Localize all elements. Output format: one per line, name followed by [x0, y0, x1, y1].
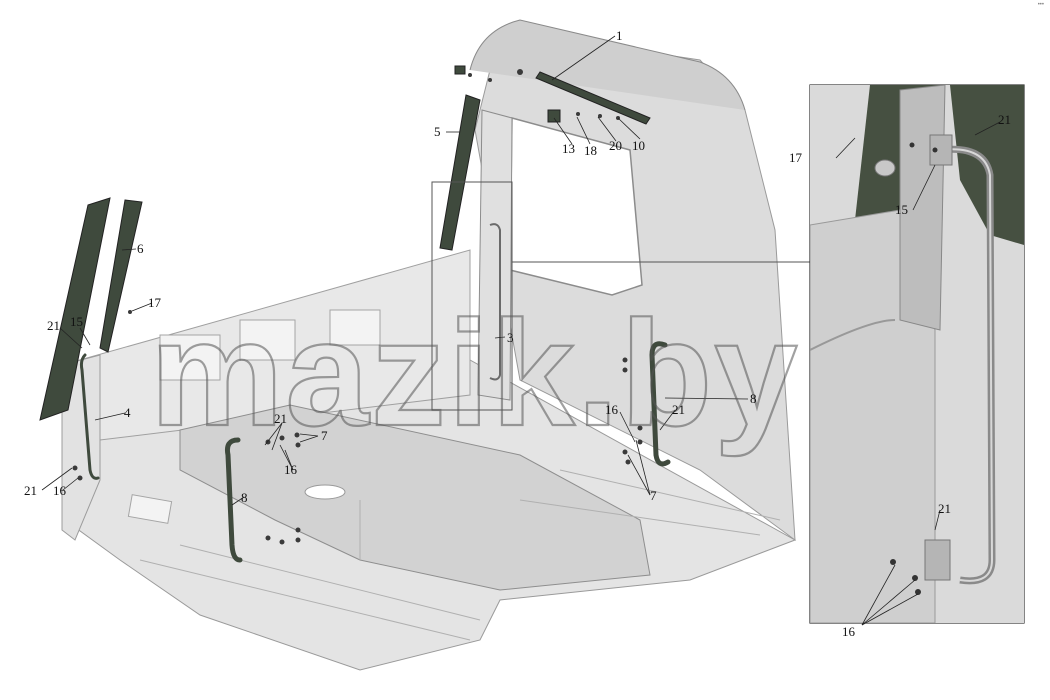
inset-bracket-top [929, 134, 953, 166]
handrails [79, 341, 671, 563]
roof-bracket [454, 65, 466, 75]
callout-13: 13 [562, 141, 575, 156]
callout-17b: 17 [789, 150, 803, 165]
inset-clip-17 [874, 159, 896, 177]
callout-21e: 21 [998, 112, 1011, 127]
callout-21d: 21 [24, 483, 37, 498]
callout-15b: 15 [895, 202, 908, 217]
callout-16a: 16 [284, 462, 298, 477]
inset-handrail-highlight [939, 148, 994, 582]
callout-6: 6 [137, 241, 144, 256]
callout-4: 4 [124, 405, 131, 420]
callout-21a: 21 [47, 318, 60, 333]
handrail-8-left [225, 437, 243, 563]
handrail-4 [79, 353, 100, 480]
watermark: mazik.by [150, 289, 800, 457]
callout-16c: 16 [53, 483, 67, 498]
callout-10: 10 [632, 138, 645, 153]
callout-18: 18 [584, 143, 597, 158]
tunnel-hatch [304, 484, 346, 500]
callout-7a: 7 [321, 428, 328, 443]
detail-zone-frame [431, 181, 513, 411]
callout-8a: 8 [241, 490, 248, 505]
callout-21b: 21 [274, 411, 287, 426]
upper-rail-1 [535, 71, 651, 125]
inset-bracket-bottom [924, 539, 951, 581]
pillar-trim-5 [439, 94, 481, 251]
floor-panel-lines [139, 469, 781, 641]
detail-inset [809, 84, 1025, 624]
inset-curve [810, 319, 896, 351]
trim-parts [39, 65, 651, 421]
callout-7b: 7 [650, 488, 657, 503]
handrail-8-right [649, 341, 671, 467]
callout-5: 5 [434, 124, 441, 139]
grab-handle-3 [489, 223, 501, 381]
callout-8b: 8 [750, 391, 757, 406]
callout-15a: 15 [70, 314, 83, 329]
pillar-trim-6 [99, 199, 143, 353]
callout-20: 20 [609, 138, 622, 153]
pillar-trim-left-outer [39, 197, 111, 421]
callout-16b: 16 [605, 402, 619, 417]
roof-edge [469, 19, 746, 111]
left-side-wall [61, 354, 101, 541]
clip-13 [547, 109, 561, 123]
leader-lines [41, 35, 1001, 626]
callout-21c: 21 [672, 402, 685, 417]
callout-1: 1 [616, 28, 623, 43]
callout-21f: 21 [938, 501, 951, 516]
rear-wall-cutouts [127, 309, 381, 524]
fasteners [72, 69, 643, 545]
callout-17a: 17 [148, 295, 162, 310]
corner-mark: ••• [1037, 2, 1044, 8]
callout-3: 3 [507, 330, 514, 345]
callout-16d: 16 [842, 624, 856, 639]
